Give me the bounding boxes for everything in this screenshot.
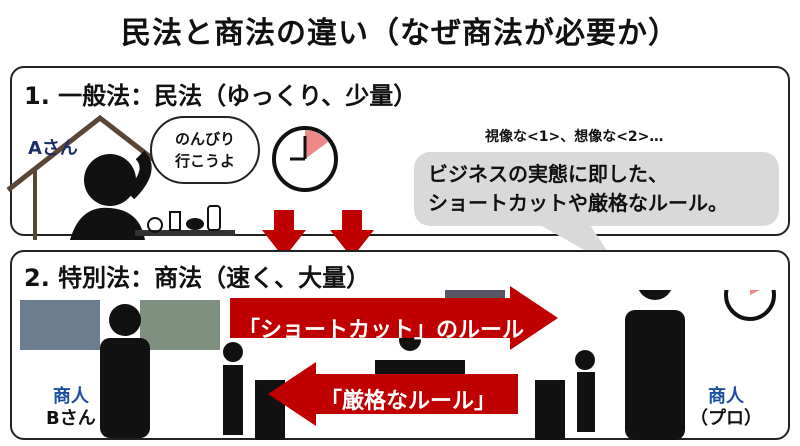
label-line: 商人 — [708, 386, 744, 407]
bubble-line: ビジネスの実態に即した、 — [428, 162, 668, 186]
label-line: （プロ） — [690, 408, 762, 429]
section2-heading: 2. 特別法：商法（速く、大量） — [24, 264, 371, 292]
caption: 視像な<1>、想像な<2>… — [485, 129, 664, 145]
strict-rule-label: 「厳格なルール」 — [320, 389, 497, 414]
left-arrow — [268, 362, 518, 426]
down-arrows — [262, 210, 374, 258]
clock-icon — [272, 126, 338, 192]
page-title: 民法と商法の違い（なぜ商法が必要か） — [121, 16, 679, 51]
label-line: 商人 — [52, 386, 89, 407]
commerce-illustration — [20, 290, 776, 440]
label-line: Bさん — [46, 408, 96, 429]
shortcut-rule-label: 「ショートカット」のルール — [238, 318, 525, 343]
speech-bubble: ビジネスの実態に即した、 ショートカットや厳格なルール。 — [414, 152, 779, 226]
merchant-pro-label: 商人 （プロ） — [690, 386, 762, 430]
thought-bubble: のんびり 行こうよ — [150, 116, 260, 184]
thought-line: 行こうよ — [174, 152, 235, 170]
right-arrow — [230, 286, 558, 350]
section1-heading: 1. 一般法：民法（ゆっくり、少量） — [24, 82, 418, 110]
merchant-b-label: 商人 Bさん — [46, 386, 96, 430]
thought-line: のんびり — [174, 130, 235, 148]
bubble-line: ショートカットや厳格なルール。 — [428, 191, 728, 215]
person-a-label: Aさん — [28, 138, 78, 159]
